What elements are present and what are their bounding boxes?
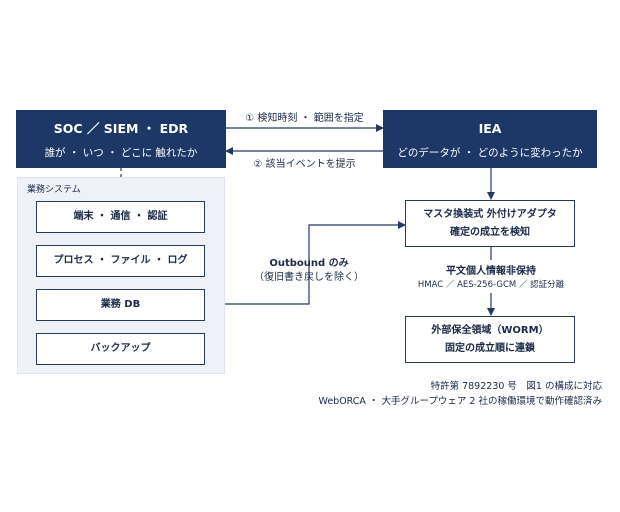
privacy-title: 平文個人情報非保持 — [446, 266, 536, 277]
system-box-endpoint: 端末 ・ 通信 ・ 認証 — [36, 201, 205, 233]
system-box-backup: バックアップ — [36, 333, 205, 365]
iea-title: IEA — [478, 121, 502, 136]
iea-subtitle: どのデータが ・ どのように変わったか — [397, 147, 583, 159]
worm-box: 外部保全領域（WORM） 固定の成立順に連鎖 — [405, 316, 575, 363]
system-box-process: プロセス ・ ファイル ・ ログ — [36, 245, 205, 277]
label-specify-range: ① 検知時刻 ・ 範囲を指定 — [245, 113, 364, 124]
iea-box: IEA どのデータが ・ どのように変わったか — [383, 110, 597, 168]
label-outbound-note: （復旧書き戻しを除く） — [254, 272, 364, 283]
soc-box: SOC ／ SIEM ・ EDR 誰が ・ いつ ・ どこに 触れたか — [16, 110, 226, 168]
business-system-label: 業務システム — [27, 185, 81, 195]
system-box-database: 業務 DB — [36, 289, 205, 321]
privacy-methods: HMAC ／ AES-256-GCM ／ 認証分離 — [417, 280, 565, 290]
footer-compatibility: WebORCA ・ 大手グループウェア 2 社の稼働環境で動作確認済み — [318, 396, 602, 407]
label-outbound: Outbound のみ — [269, 258, 349, 269]
label-present-events: ② 該当イベントを提示 — [253, 159, 356, 170]
adapter-box: マスタ換装式 外付けアダプタ 確定の成立を検知 — [405, 200, 575, 247]
soc-title: SOC ／ SIEM ・ EDR — [53, 121, 189, 136]
arrow-outbound — [205, 221, 406, 305]
footer-patent: 特許第 7892230 号 図1 の構成に対応 — [430, 381, 602, 392]
soc-subtitle: 誰が ・ いつ ・ どこに 触れたか — [44, 147, 198, 159]
